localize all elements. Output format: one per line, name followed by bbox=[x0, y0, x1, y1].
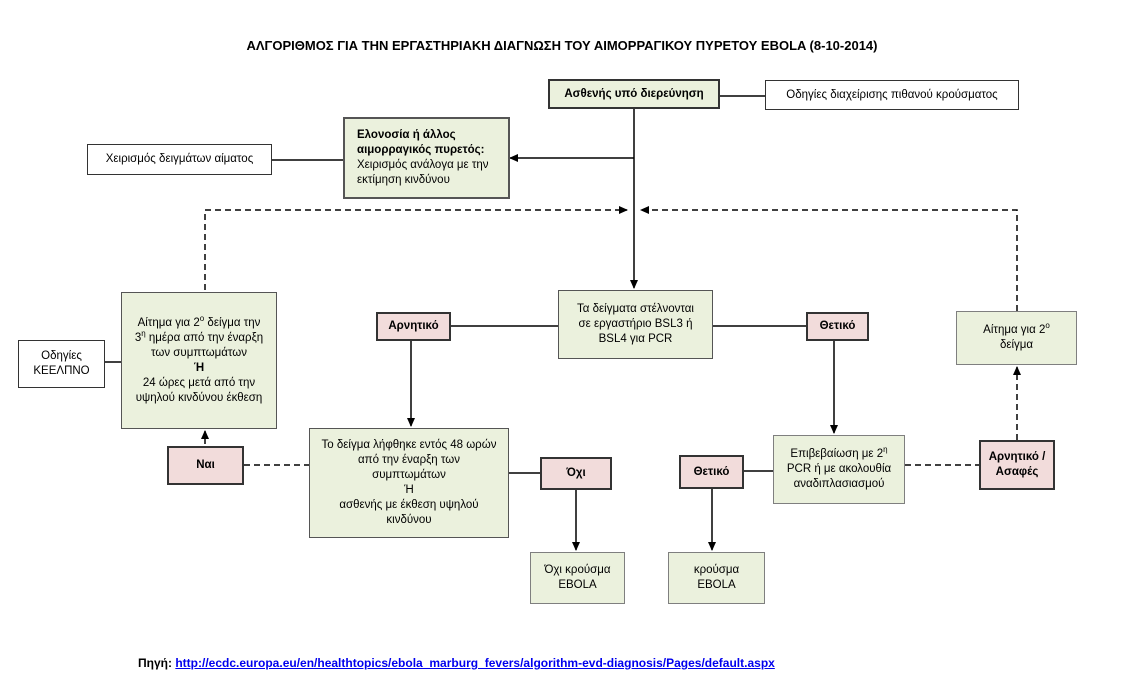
case-line-2: EBOLA bbox=[697, 579, 736, 591]
dashed-arrow-left-loop bbox=[204, 206, 628, 290]
negative-box: Αρνητικό bbox=[376, 312, 451, 341]
request-a-line-4: 24 ώρες μετά από την bbox=[142, 376, 256, 389]
positive-2-box: Θετικό bbox=[679, 455, 744, 489]
yes-label: Ναι bbox=[196, 459, 215, 471]
negative-label: Αρνητικό bbox=[388, 320, 439, 332]
within48-or: Ή bbox=[404, 484, 414, 496]
request-a-line-2: 3η ημέρα από την έναρξη bbox=[134, 328, 264, 344]
malaria-line-1: Χειρισμός ανάλογα με την bbox=[357, 159, 489, 171]
second-sample-label: Αίτημα για 2ο δείγμα bbox=[983, 321, 1050, 351]
request-a-line-5: υψηλού κινδύνου έκθεση bbox=[135, 391, 263, 404]
source-footer: Πηγή: http://ecdc.europa.eu/en/healthtop… bbox=[138, 656, 775, 670]
malaria-line-2: εκτίμηση κινδύνου bbox=[357, 174, 450, 186]
not-case-line-2: EBOLA bbox=[558, 579, 597, 591]
request-a-line-1: Αίτημα για 2ο δείγμα την bbox=[137, 313, 261, 329]
neg-unclear-line-2: Ασαφές bbox=[995, 466, 1039, 478]
guidelines-probable-label: Οδηγίες διαχείρισης πιθανού κρούσματος bbox=[786, 88, 998, 101]
positive-2-label: Θετικό bbox=[693, 465, 730, 478]
request-a-line-3: των συμπτωμάτων bbox=[151, 346, 247, 359]
not-case-line-1: Όχι κρούσμα bbox=[544, 564, 611, 576]
within48-line-2: από την έναρξη των bbox=[358, 454, 460, 466]
request-a-or: Ή bbox=[193, 361, 205, 374]
second-sample-box: Αίτημα για 2ο δείγμα bbox=[956, 311, 1077, 365]
guidelines-probable-box: Οδηγίες διαχείρισης πιθανού κρούσματος bbox=[765, 80, 1019, 110]
within48-line-1: Το δείγμα λήφθηκε εντός 48 ωρών bbox=[321, 439, 497, 451]
case-box: κρούσμα EBOLA bbox=[668, 552, 765, 604]
confirm-line-2: PCR ή με ακολουθία bbox=[786, 463, 892, 475]
malaria-box: Ελονοσία ή άλλος αιμορραγικός πυρετός: Χ… bbox=[343, 117, 510, 199]
positive-label: Θετικό bbox=[819, 320, 856, 332]
within48-line-5: κινδύνου bbox=[386, 514, 432, 526]
confirm-pcr-box: Επιβεβαίωση με 2η PCR ή με ακολουθία ανα… bbox=[773, 435, 905, 504]
malaria-title-2: αιμορραγικός πυρετός: bbox=[357, 144, 485, 156]
case-line-1: κρούσμα bbox=[693, 564, 740, 576]
yes-box: Ναι bbox=[167, 446, 244, 485]
keelpno-box: Οδηγίες ΚΕΕΛΠΝΟ bbox=[18, 340, 105, 388]
source-label: Πηγή: bbox=[138, 656, 172, 670]
keelpno-line-1: Οδηγίες bbox=[41, 350, 82, 362]
patient-label: Ασθενής υπό διερεύνηση bbox=[564, 87, 704, 100]
lab-box: Τα δείγματα στέλνονται σε εργαστήριο BSL… bbox=[558, 290, 713, 359]
not-case-box: Όχι κρούσμα EBOLA bbox=[530, 552, 625, 604]
confirm-line-3: αναδιπλασιασμού bbox=[793, 478, 885, 490]
within48-line-4: ασθενής με έκθεση υψηλού bbox=[339, 499, 479, 511]
lab-line-1: Τα δείγματα στέλνονται bbox=[577, 303, 694, 315]
malaria-title-1: Ελονοσία ή άλλος bbox=[357, 129, 456, 141]
within48-line-3: συμπτωμάτων bbox=[372, 469, 446, 481]
positive-box: Θετικό bbox=[806, 312, 869, 341]
negative-unclear-box: Αρνητικό / Ασαφές bbox=[979, 440, 1055, 490]
page-title: ΑΛΓΟΡΙΘΜΟΣ ΓΙΑ ΤΗΝ ΕΡΓΑΣΤΗΡΙΑΚΗ ΔΙΑΓΝΩΣΗ… bbox=[246, 38, 878, 53]
lab-line-3: BSL4 για PCR bbox=[598, 333, 673, 345]
patient-box: Ασθενής υπό διερεύνηση bbox=[548, 79, 720, 109]
blood-handling-box: Χειρισμός δειγμάτων αίματος bbox=[87, 144, 272, 175]
blood-handling-label: Χειρισμός δειγμάτων αίματος bbox=[105, 153, 254, 165]
dashed-arrow-right-loop bbox=[640, 206, 1018, 311]
no-box: Όχι bbox=[540, 457, 612, 490]
keelpno-line-2: ΚΕΕΛΠΝΟ bbox=[33, 365, 90, 377]
lab-line-2: σε εργαστήριο BSL3 ή bbox=[578, 318, 693, 330]
no-label: Όχι bbox=[566, 467, 586, 479]
neg-unclear-line-1: Αρνητικό / bbox=[988, 451, 1046, 463]
confirm-line-1: Επιβεβαίωση με 2η bbox=[790, 445, 888, 460]
source-link[interactable]: http://ecdc.europa.eu/en/healthtopics/eb… bbox=[175, 656, 775, 670]
within-48-hours-box: Το δείγμα λήφθηκε εντός 48 ωρών από την … bbox=[309, 428, 509, 538]
request-second-sample-box: Αίτημα για 2ο δείγμα την 3η ημέρα από τη… bbox=[121, 292, 277, 429]
